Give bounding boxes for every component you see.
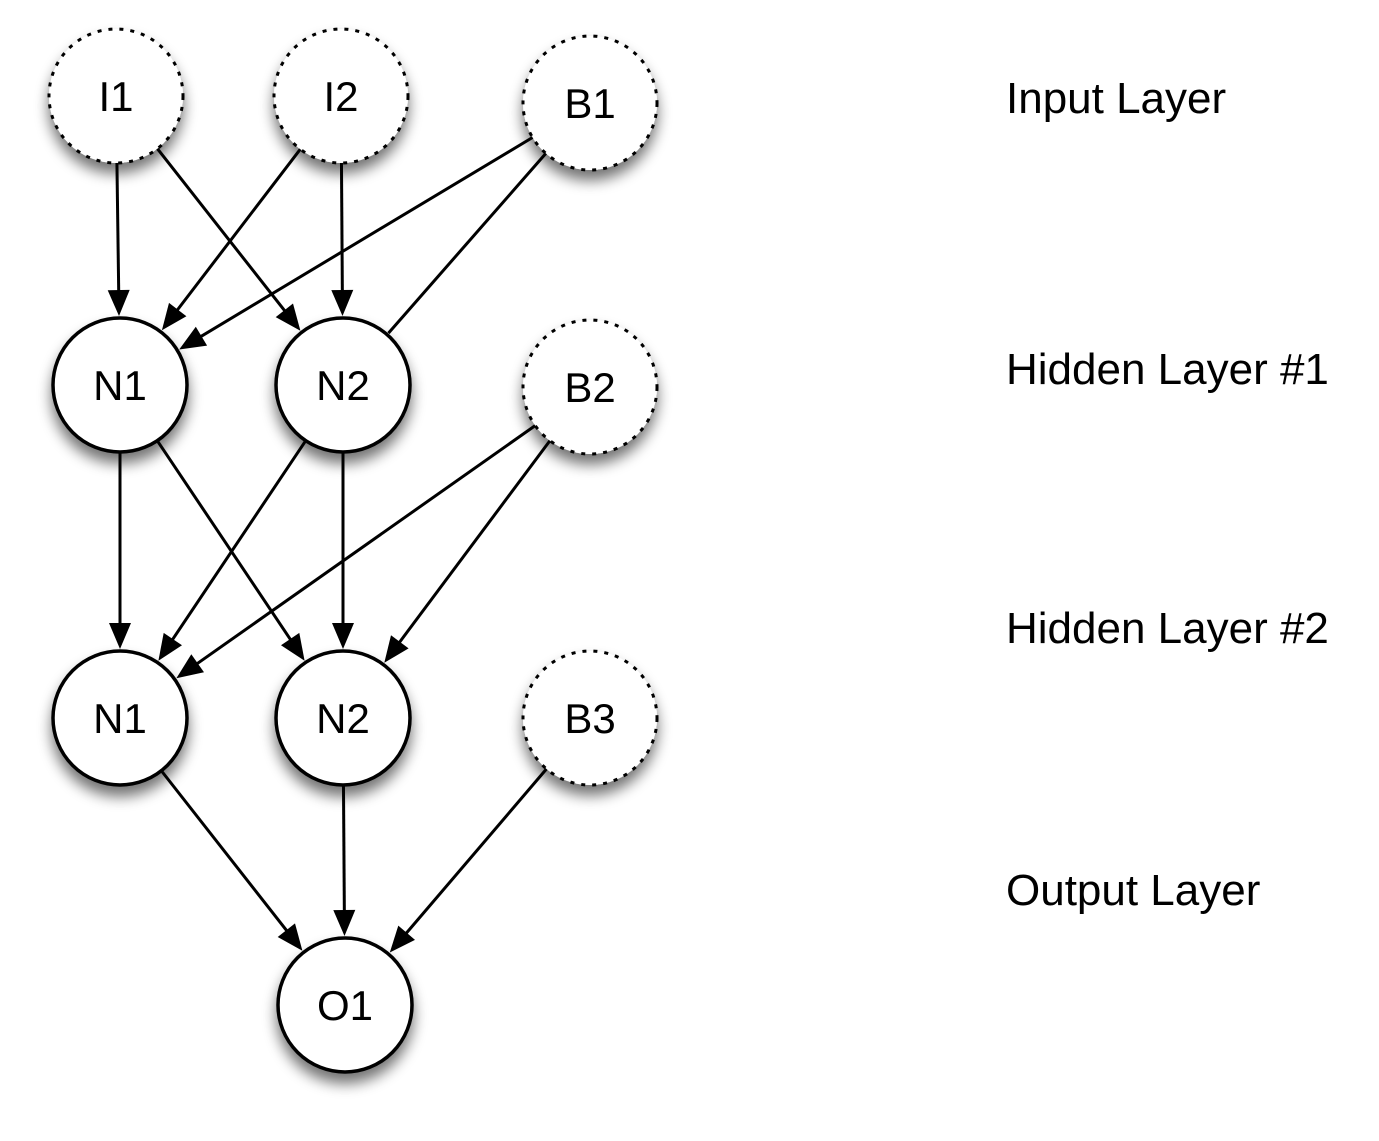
node-h2n2: N2: [274, 649, 412, 787]
edge-line: [387, 147, 551, 335]
edge-B1-H1N2: [387, 147, 551, 335]
hidden-node-circle: [274, 316, 412, 454]
arrowhead-icon: [158, 632, 182, 661]
arrowhead-icon: [331, 289, 354, 316]
node-o1: O1: [276, 936, 414, 1074]
input-node-circle: [272, 27, 410, 165]
edges-group: [107, 133, 555, 953]
edge-H1N2-H2N2: [332, 446, 354, 649]
edge-B3-O1: [389, 763, 552, 953]
node-label: B3: [564, 695, 615, 742]
output-layer-label: Output Layer: [1006, 866, 1260, 915]
node-b1: B1: [521, 34, 659, 172]
edge-B2-H2N2: [384, 434, 555, 663]
bias-node-circle: [521, 649, 659, 787]
node-h1n1: N1: [51, 316, 189, 454]
edge-B2-H2N1: [176, 420, 541, 679]
edge-B1-H1N1: [179, 133, 539, 350]
hidden-node-circle: [51, 316, 189, 454]
layer-labels-group: Input Layer Hidden Layer #1 Hidden Layer…: [1006, 74, 1329, 915]
hidden-layer-1-label: Hidden Layer #1: [1006, 345, 1329, 394]
input-node-circle: [47, 27, 185, 165]
arrowhead-icon: [281, 632, 305, 661]
edge-I1-H1N1: [107, 156, 130, 316]
arrowhead-icon: [107, 289, 130, 316]
bias-node-circle: [521, 34, 659, 172]
edge-line: [341, 778, 346, 913]
arrowhead-icon: [176, 654, 204, 679]
edge-I2-H1N1: [161, 143, 306, 331]
node-label: I2: [323, 73, 358, 120]
arrowhead-icon: [161, 302, 187, 331]
edge-H2N2-O1: [333, 778, 356, 936]
edge-H2N1-O1: [156, 765, 303, 951]
node-h2n1: N1: [51, 649, 189, 787]
edge-line: [115, 156, 121, 293]
node-label: I1: [98, 73, 133, 120]
edge-line: [339, 156, 344, 293]
edge-H1N2-H2N1: [158, 434, 311, 661]
node-label: B2: [564, 364, 615, 411]
output-node-circle: [276, 936, 414, 1074]
bias-node-circle: [521, 318, 659, 456]
hidden-node-circle: [51, 649, 189, 787]
arrowhead-icon: [384, 635, 409, 663]
arrowhead-icon: [333, 909, 356, 936]
edge-H1N1-H2N1: [109, 446, 131, 649]
node-label: B1: [564, 80, 615, 127]
arrowhead-icon: [389, 925, 415, 953]
input-layer-label: Input Layer: [1006, 74, 1226, 123]
node-b3: B3: [521, 649, 659, 787]
edge-line: [198, 133, 539, 339]
node-i2: I2: [272, 27, 410, 165]
edge-I1-H1N2: [152, 143, 301, 331]
edge-line: [152, 434, 293, 642]
hidden-layer-2-label: Hidden Layer #2: [1006, 604, 1329, 653]
node-b2: B2: [521, 318, 659, 456]
edge-H1N1-H2N2: [152, 434, 305, 661]
edge-line: [175, 143, 306, 313]
arrowhead-icon: [277, 923, 303, 951]
node-label: N2: [316, 695, 370, 742]
edge-I2-H1N2: [331, 156, 354, 316]
node-i1: I1: [47, 27, 185, 165]
arrowhead-icon: [275, 303, 301, 331]
edge-line: [404, 763, 552, 936]
arrowhead-icon: [332, 623, 354, 649]
node-label: O1: [317, 982, 373, 1029]
arrowhead-icon: [109, 623, 131, 649]
edge-line: [170, 434, 311, 642]
edge-line: [156, 765, 289, 933]
edge-line: [195, 420, 541, 666]
edge-line: [397, 434, 555, 645]
node-label: N1: [93, 695, 147, 742]
node-label: N1: [93, 362, 147, 409]
edge-line: [152, 143, 287, 313]
hidden-node-circle: [274, 649, 412, 787]
node-h1n2: N2: [274, 316, 412, 454]
node-label: N2: [316, 362, 370, 409]
arrowhead-icon: [179, 326, 208, 350]
